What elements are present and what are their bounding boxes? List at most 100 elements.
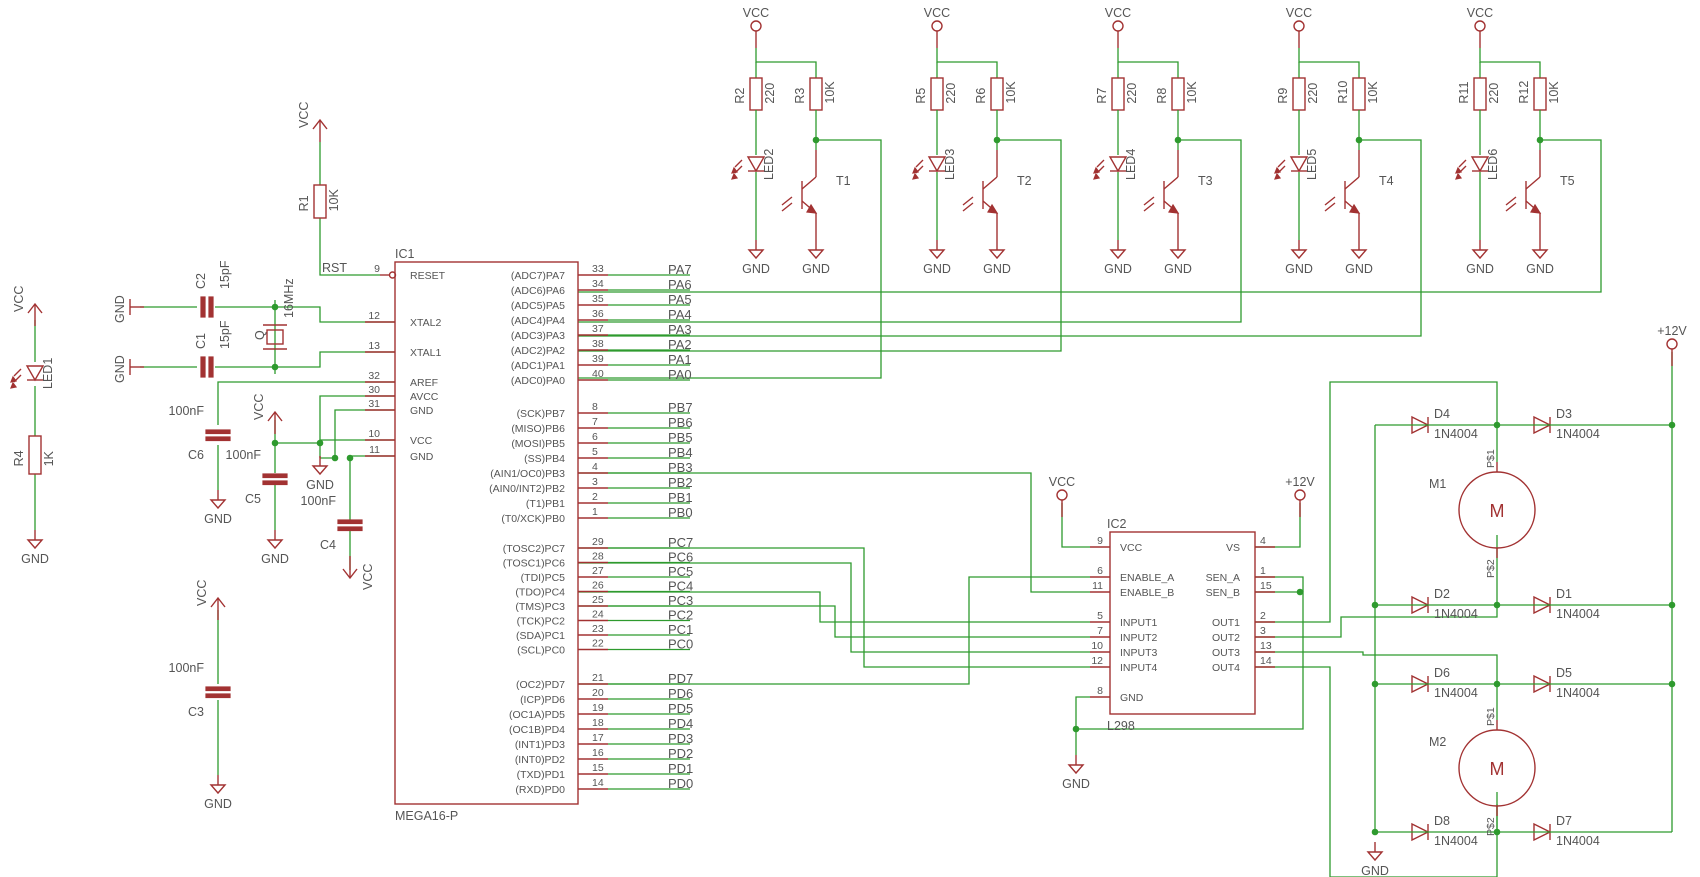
diode-name: D2 xyxy=(1434,587,1450,601)
mcu-pin-label: (TDI)PC5 xyxy=(521,572,565,584)
mcu-pin-label: (SCK)PB7 xyxy=(517,408,566,420)
driver-pin-label: OUT3 xyxy=(1212,647,1240,659)
vcc-symbol: VCC xyxy=(743,6,769,48)
gnd-label: GND xyxy=(1062,777,1090,791)
junction-dot xyxy=(316,439,324,447)
gnd-triangle xyxy=(1169,249,1187,260)
mcu-net-label: PC1 xyxy=(668,622,693,637)
gnd-triangle xyxy=(266,539,284,550)
mcu-pin-number: 35 xyxy=(592,293,604,305)
driver-pin-label: ENABLE_A xyxy=(1120,572,1174,584)
mcu-pin-number: 31 xyxy=(368,398,380,410)
motor-pin1-label: P$1 xyxy=(1485,449,1497,468)
driver-pin-label: INPUT2 xyxy=(1120,632,1158,644)
cap-plate-a xyxy=(262,473,288,479)
led-triangle xyxy=(927,156,947,173)
driver-value: L298 xyxy=(1107,719,1135,733)
diode-value: 1N4004 xyxy=(1556,686,1600,700)
driver-name: IC2 xyxy=(1107,517,1127,531)
junction-dot xyxy=(346,454,354,462)
led: LED1 xyxy=(10,358,55,389)
junction-dot xyxy=(271,439,279,447)
mcu-net-label: PD2 xyxy=(668,746,693,761)
gnd-symbol: GND xyxy=(983,240,1011,276)
sensor-supply-wire xyxy=(1479,48,1541,78)
mcu-pin-number: 8 xyxy=(592,401,598,413)
cap-name: C5 xyxy=(245,492,261,506)
vcc-label: VCC xyxy=(1049,475,1075,489)
gnd-symbol: GND xyxy=(113,295,144,323)
diode-name: D7 xyxy=(1556,814,1572,828)
cap-plate-a xyxy=(200,296,206,318)
gnd-symbol: GND xyxy=(261,530,289,566)
resistor-value: 220 xyxy=(944,83,958,104)
tr-arrow xyxy=(1349,203,1361,214)
vcc-ring xyxy=(1474,20,1486,32)
driver-pin-label: GND xyxy=(1120,692,1144,704)
junction-dot xyxy=(1536,136,1544,144)
resistor-name: R1 xyxy=(297,195,311,211)
gnd-symbol: GND xyxy=(1164,240,1192,276)
driver-pin-number: 8 xyxy=(1097,685,1103,697)
cap-name: C6 xyxy=(188,448,204,462)
tr-name: T5 xyxy=(1560,174,1575,188)
led-ray-heads xyxy=(731,166,739,180)
mcu-pin-label: (TXD)PD1 xyxy=(517,769,566,781)
vcc-ring xyxy=(931,20,943,32)
cap-value: 100nF xyxy=(301,494,337,508)
phototransistor: T2 xyxy=(962,150,1032,240)
led-name: LED5 xyxy=(1305,149,1319,180)
mcu-pin-label: AVCC xyxy=(410,391,439,403)
tr-rays xyxy=(781,196,793,212)
tr-collector xyxy=(1163,176,1179,190)
driver-pin-label: INPUT3 xyxy=(1120,647,1158,659)
mcu-net-label: PC4 xyxy=(668,579,693,594)
vcc-label: VCC xyxy=(1286,6,1312,20)
mcu-pin-number: 22 xyxy=(592,638,604,650)
vcc-arrow-head xyxy=(342,568,358,580)
gnd-label: GND xyxy=(1104,262,1132,276)
mcu-pin-number: 37 xyxy=(592,323,604,335)
mcu-net-label: PB3 xyxy=(668,460,693,475)
gnd-triangle xyxy=(1109,249,1127,260)
junction-dot xyxy=(1072,725,1080,733)
mcu-reset-bubble xyxy=(388,271,397,279)
resistor-value: 220 xyxy=(1125,83,1139,104)
vcc-ring xyxy=(1666,338,1678,350)
mcu-pin-label: VCC xyxy=(410,435,433,447)
vcc-label: +12V xyxy=(1285,475,1315,489)
driver-pin-number: 4 xyxy=(1260,535,1266,547)
mcu-net-label: PB5 xyxy=(668,430,693,445)
diode-name: D8 xyxy=(1434,814,1450,828)
led: LED2 xyxy=(731,149,776,180)
tr-arrow xyxy=(987,203,999,214)
mcu-pin-number: 29 xyxy=(592,536,604,548)
motor-letter: M xyxy=(1490,759,1505,779)
gnd-label: GND xyxy=(204,512,232,526)
gnd-label: GND xyxy=(21,552,49,566)
mcu-name: IC1 xyxy=(395,247,415,261)
gnd-symbol: GND xyxy=(306,456,334,492)
crystal-name: Q xyxy=(253,330,267,340)
resistor-value: 220 xyxy=(1306,83,1320,104)
gnd-triangle xyxy=(26,539,44,550)
tr-rays xyxy=(1505,196,1517,212)
led-ray-heads xyxy=(1093,166,1101,180)
mcu-net-label: PD4 xyxy=(668,716,693,731)
diode-value: 1N4004 xyxy=(1556,834,1600,848)
mcu-pin-number: 12 xyxy=(368,310,380,322)
driver-pin-number: 15 xyxy=(1260,580,1272,592)
led-ray-heads xyxy=(912,166,920,180)
mcu-pin-label: GND xyxy=(410,451,434,463)
led-name: LED4 xyxy=(1124,149,1138,180)
resistor-value: 10K xyxy=(1185,81,1199,104)
mcu-pin-label: (OC2)PD7 xyxy=(516,679,565,691)
mcu-net-label: PD5 xyxy=(668,701,693,716)
